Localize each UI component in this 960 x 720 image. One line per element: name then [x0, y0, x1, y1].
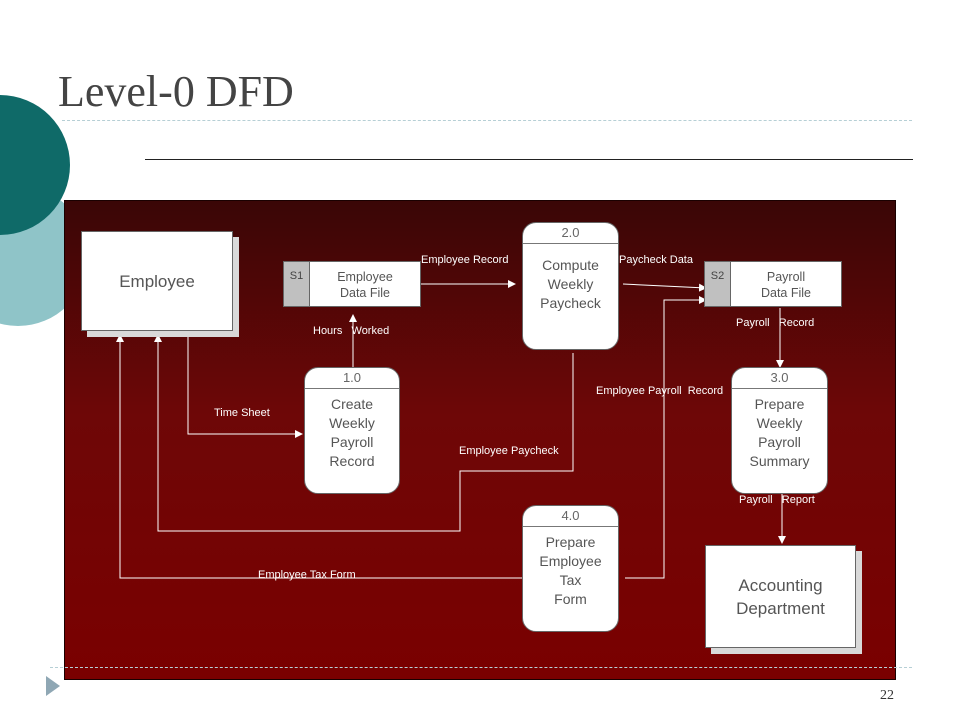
process-1-label: Create Weekly Payroll Record: [329, 396, 375, 469]
process-3-id: 3.0: [732, 368, 827, 389]
process-4-label: Prepare Employee Tax Form: [539, 534, 602, 607]
store-label-s2: Payroll Data File: [760, 270, 812, 300]
flow-label-employee-paycheck: Employee Paycheck: [459, 445, 559, 457]
store-id-s2: S2: [705, 262, 731, 306]
store-label-s1: Employee Data File: [337, 270, 393, 300]
slide-title: Level-0 DFD: [58, 67, 294, 116]
accounting-entity-label: Accounting Department: [736, 575, 825, 618]
flow-label-employee-payroll-record: Employee Payroll Record: [596, 385, 724, 397]
process-1: 1.0 Create Weekly Payroll Record: [304, 367, 400, 494]
footer-dashed-divider: [50, 667, 912, 668]
process-2-label: Compute Weekly Paycheck: [540, 257, 601, 311]
accounting-department-entity: Accounting Department: [705, 545, 856, 648]
data-store-s2: S2 Payroll Data File: [704, 261, 842, 307]
data-store-s1: S1 Employee Data File: [283, 261, 421, 307]
dark-teal-circle: [0, 95, 70, 235]
flow-label-paycheck-data: Paycheck Data: [619, 254, 693, 266]
flow-label-employee-record: Employee Record: [421, 254, 509, 266]
process-3-label: Prepare Weekly Payroll Summary: [749, 396, 810, 469]
employee-entity: Employee: [81, 231, 233, 331]
flow-label-hours-worked: Hours Worked: [313, 325, 390, 337]
process-3: 3.0 Prepare Weekly Payroll Summary: [731, 367, 828, 494]
process-2: 2.0 Compute Weekly Paycheck: [522, 222, 619, 350]
flow-line-paycheck-data: [622, 283, 707, 292]
flow-label-payroll-report: Payroll Report: [739, 494, 815, 506]
flow-line-employee-payroll-record: [625, 296, 707, 579]
flow-line-employee-tax-form: [116, 334, 523, 579]
flow-label-payroll-record: Payroll Record: [736, 317, 815, 329]
process-1-id: 1.0: [305, 368, 399, 389]
page-number: 22: [880, 688, 894, 703]
flow-line-time-sheet: [187, 333, 303, 438]
flow-label-time-sheet: Time Sheet: [214, 407, 270, 419]
dfd-connectors: [116, 280, 786, 579]
title-dashed-divider: [62, 120, 912, 121]
flow-line-employee-paycheck: [154, 334, 574, 532]
triangle-bullet-icon: [46, 676, 60, 696]
flow-label-employee-tax-form: Employee Tax Form: [258, 569, 356, 581]
process-4: 4.0 Prepare Employee Tax Form: [522, 505, 619, 632]
store-id-s1: S1: [284, 262, 310, 306]
title-rule: [145, 159, 913, 160]
process-4-id: 4.0: [523, 506, 618, 527]
employee-entity-label: Employee: [119, 271, 195, 291]
process-2-id: 2.0: [523, 223, 618, 244]
